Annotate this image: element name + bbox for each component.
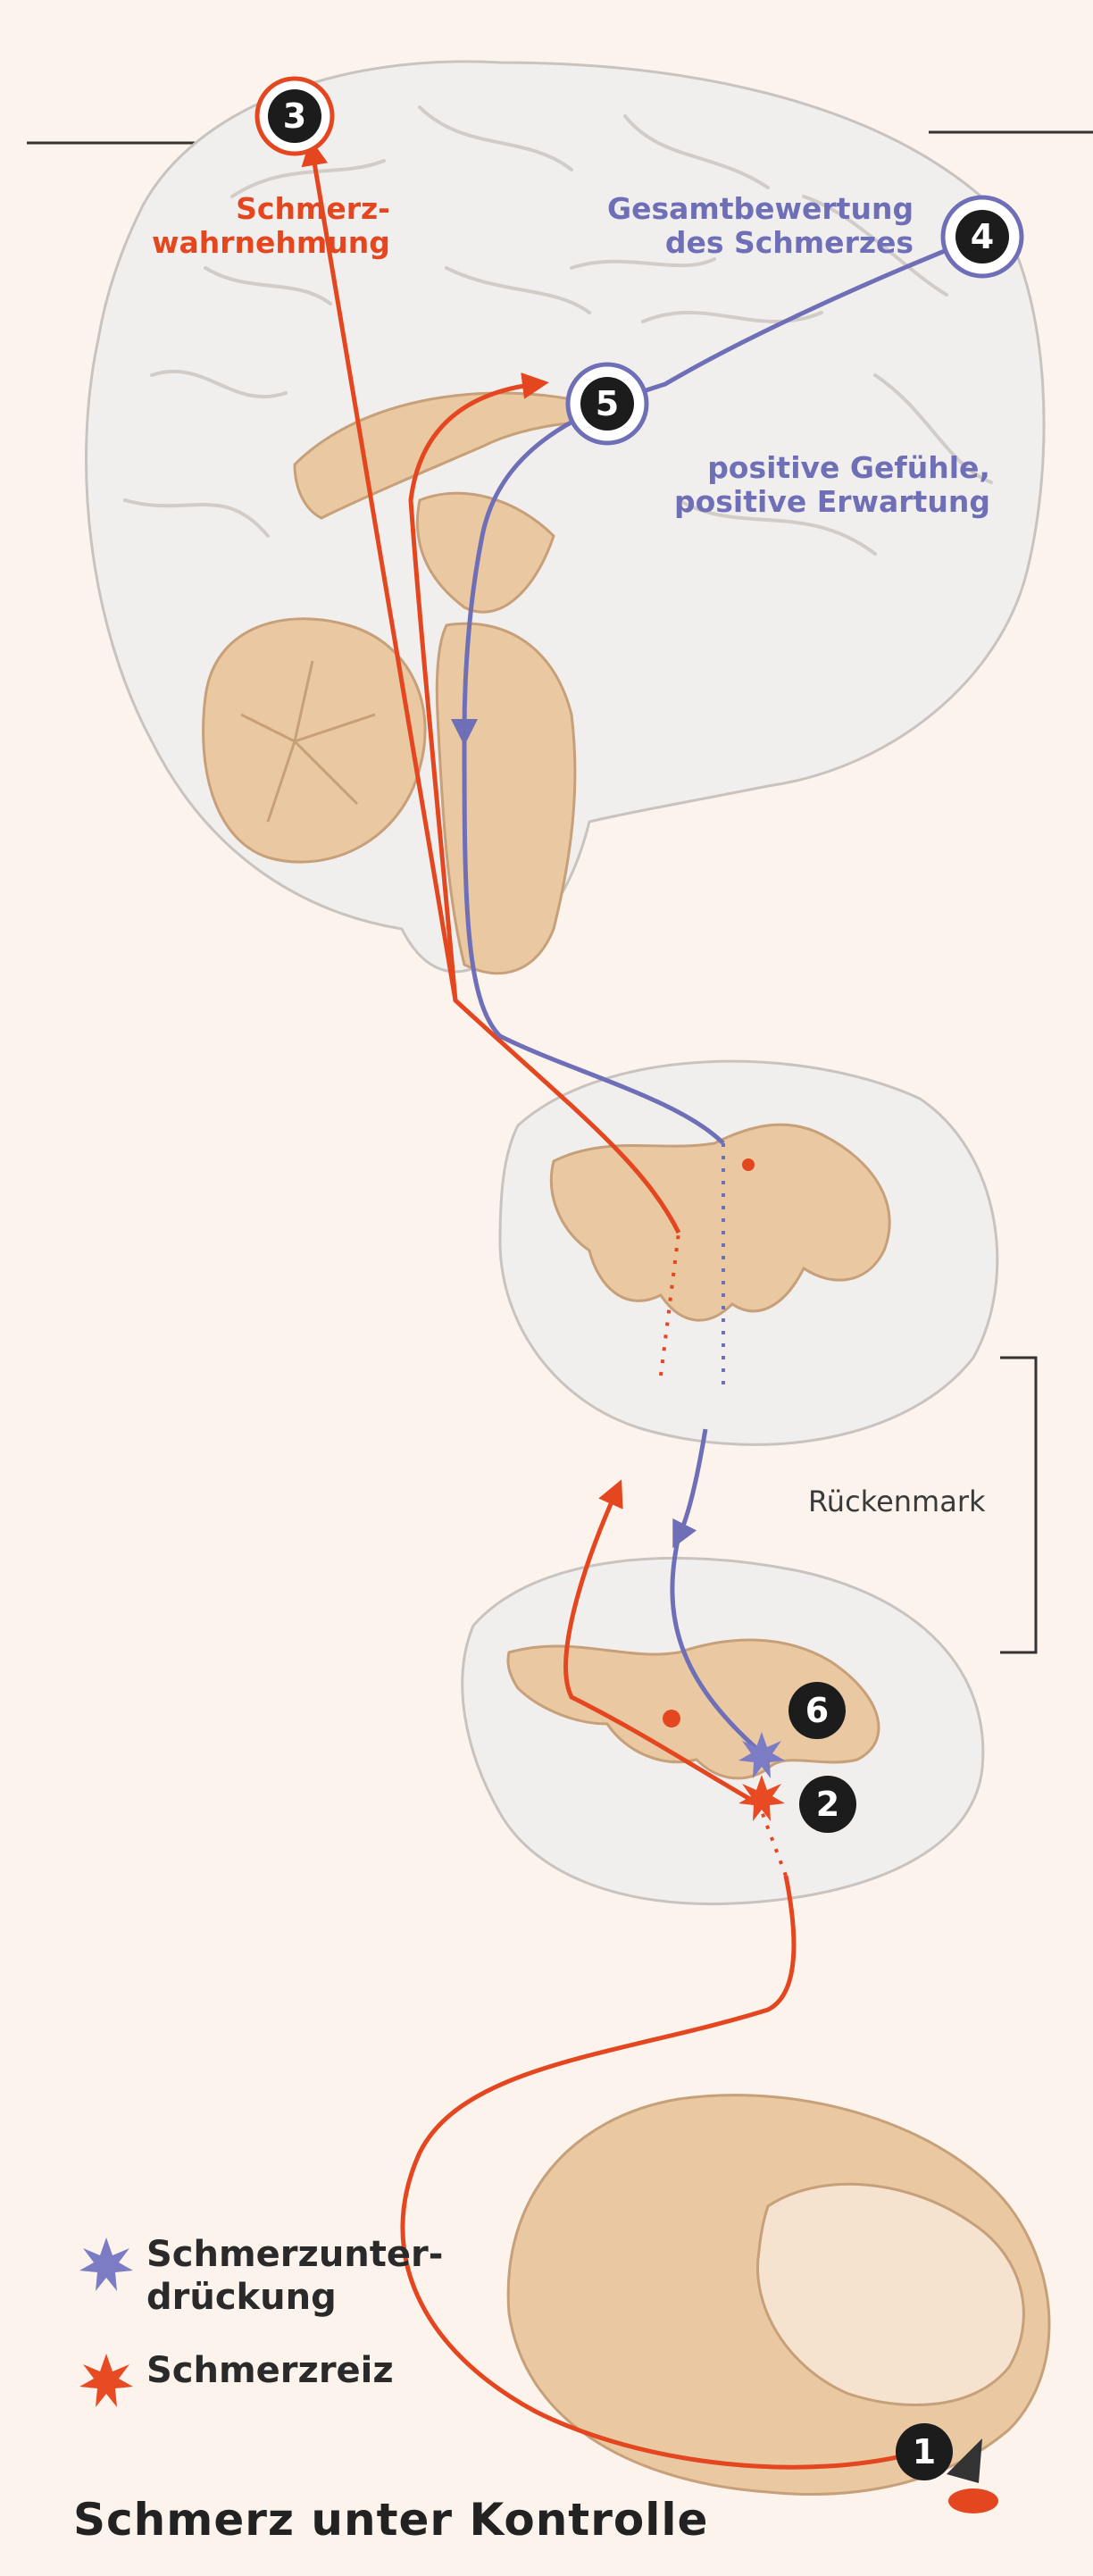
legend-suppression-label: Schmerzunter- drückung bbox=[146, 2233, 443, 2319]
marker-5-number: 5 bbox=[596, 384, 619, 423]
legend-suppression: Schmerzunter- drückung bbox=[75, 2233, 443, 2319]
legend-stimulus-label: Schmerzreiz bbox=[146, 2349, 394, 2392]
label-spinal-cord: Rückenmark bbox=[808, 1485, 986, 1518]
spinal-cord-bracket bbox=[1000, 1358, 1036, 1652]
foot-illustration bbox=[508, 2095, 1049, 2513]
label-pain-perception: Schmerz- wahrnehmung bbox=[152, 192, 390, 260]
legend-stimulus: Schmerzreiz bbox=[75, 2349, 394, 2412]
label-positive-emotions: positive Gefühle, positive Erwartung bbox=[674, 451, 990, 519]
marker-6-number: 6 bbox=[805, 1691, 829, 1730]
suppression-pathway-descending bbox=[679, 1429, 705, 1536]
marker-4-number: 4 bbox=[971, 217, 994, 256]
red-star-icon bbox=[75, 2349, 138, 2412]
lower-spinal-section bbox=[463, 1558, 983, 1903]
marker-2-number: 2 bbox=[816, 1785, 839, 1824]
label-overall-evaluation: Gesamtbewertung des Schmerzes bbox=[607, 192, 914, 260]
blue-star-icon bbox=[75, 2233, 138, 2296]
upper-spinal-section bbox=[500, 1061, 997, 1444]
marker-3-number: 3 bbox=[283, 96, 306, 136]
page-title: Schmerz unter Kontrolle bbox=[73, 2494, 708, 2546]
marker-1-number: 1 bbox=[913, 2432, 936, 2471]
